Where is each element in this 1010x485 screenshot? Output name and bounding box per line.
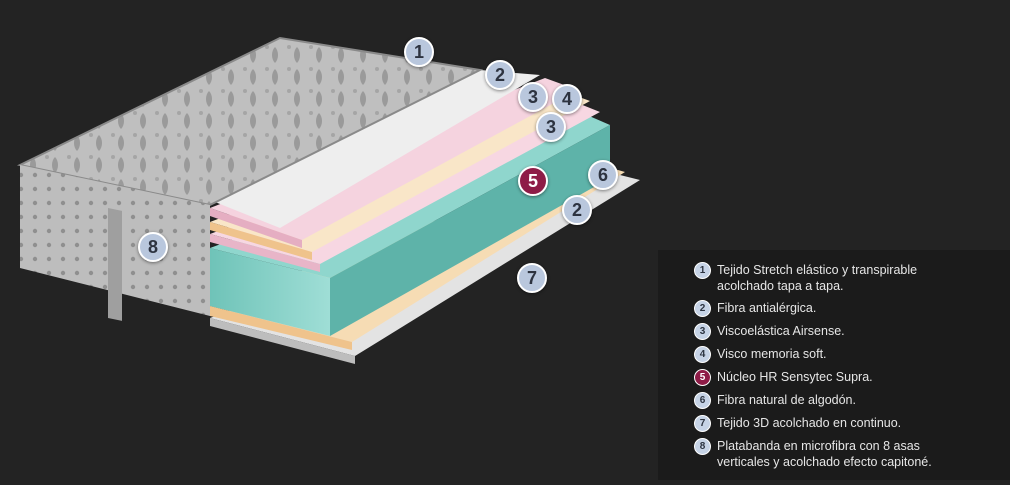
legend-text: Fibra natural de algodón. — [717, 393, 856, 407]
legend-number: 5 — [694, 369, 711, 386]
legend-text: Tejido Stretch elástico y transpirable a… — [717, 263, 918, 293]
callout-2-bottom: 2 — [562, 195, 592, 225]
callout-1: 1 — [404, 37, 434, 67]
legend-text: Viscoelástica Airsense. — [717, 324, 845, 338]
callout-7: 7 — [517, 263, 547, 293]
legend-text: Fibra antialérgica. — [717, 301, 817, 315]
legend-item-8: 8 Platabanda en microfibra con 8 asas ve… — [694, 438, 1000, 470]
legend-number: 4 — [694, 346, 711, 363]
legend-panel: 1 Tejido Stretch elástico y transpirable… — [658, 250, 1010, 480]
legend-number: 3 — [694, 323, 711, 340]
legend-number: 1 — [694, 262, 711, 279]
callout-5: 5 — [518, 166, 548, 196]
legend-number: 2 — [694, 300, 711, 317]
legend-item-7: 7 Tejido 3D acolchado en continuo. — [694, 415, 1000, 432]
legend-number: 8 — [694, 438, 711, 455]
legend-text: Tejido 3D acolchado en continuo. — [717, 416, 902, 430]
legend-item-3: 3 Viscoelástica Airsense. — [694, 323, 1000, 340]
legend-text: Visco memoria soft. — [717, 347, 827, 361]
legend-item-4: 4 Visco memoria soft. — [694, 346, 1000, 363]
callout-3-bottom: 3 — [536, 112, 566, 142]
legend-number: 7 — [694, 415, 711, 432]
callout-2-top: 2 — [485, 60, 515, 90]
legend-item-6: 6 Fibra natural de algodón. — [694, 392, 1000, 409]
callout-6: 6 — [588, 160, 618, 190]
legend-number: 6 — [694, 392, 711, 409]
callout-8: 8 — [138, 232, 168, 262]
legend-item-1: 1 Tejido Stretch elástico y transpirable… — [694, 262, 1000, 294]
callout-3-top: 3 — [518, 82, 548, 112]
legend-item-5: 5 Núcleo HR Sensytec Supra. — [694, 369, 1000, 386]
layer-border-panel — [20, 165, 210, 321]
legend-item-2: 2 Fibra antialérgica. — [694, 300, 1000, 317]
legend-text: Platabanda en microfibra con 8 asas vert… — [717, 439, 932, 469]
layer-antiallergic-fiber — [210, 70, 540, 228]
callout-4: 4 — [552, 84, 582, 114]
legend-text: Núcleo HR Sensytec Supra. — [717, 370, 873, 384]
